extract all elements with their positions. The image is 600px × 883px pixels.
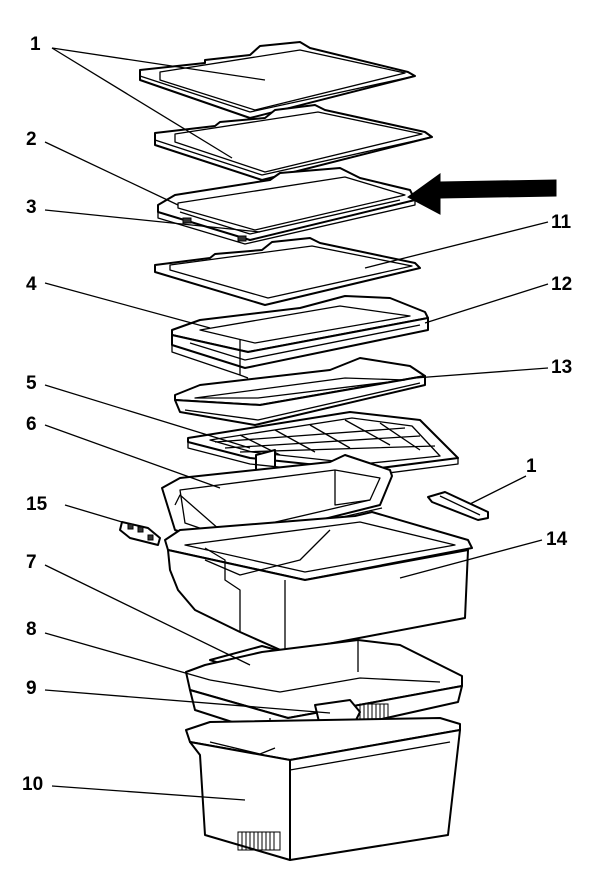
callout-3: 3 bbox=[26, 197, 37, 218]
callout-5: 5 bbox=[26, 373, 37, 394]
callout-15: 15 bbox=[26, 494, 48, 515]
callout-14: 14 bbox=[546, 529, 568, 550]
clip-part bbox=[119, 521, 161, 546]
callout-1-right: 1 bbox=[526, 456, 537, 477]
callout-7: 7 bbox=[26, 552, 37, 573]
crisper-drawer bbox=[164, 511, 473, 653]
callout-2: 2 bbox=[26, 129, 37, 150]
callout-6: 6 bbox=[26, 414, 37, 435]
bracket-part bbox=[427, 491, 489, 521]
callout-12: 12 bbox=[551, 274, 572, 295]
callout-4: 4 bbox=[26, 274, 37, 295]
second-glass-shelf bbox=[154, 104, 433, 181]
callout-13: 13 bbox=[551, 357, 572, 378]
drawer-rail-frame bbox=[174, 357, 426, 426]
bottom-drawer bbox=[185, 717, 461, 861]
arrow-left-icon bbox=[407, 173, 557, 215]
callout-9: 9 bbox=[26, 678, 37, 699]
callout-11: 11 bbox=[551, 212, 572, 233]
framed-shelf bbox=[157, 167, 416, 245]
glass-panel bbox=[154, 237, 421, 306]
callout-10: 10 bbox=[22, 774, 43, 795]
callout-1-top: 1 bbox=[30, 34, 41, 55]
top-glass-shelf bbox=[139, 41, 416, 119]
callout-8: 8 bbox=[26, 619, 37, 640]
crisper-cover-frame bbox=[171, 295, 429, 379]
leader-lines bbox=[44, 47, 549, 801]
